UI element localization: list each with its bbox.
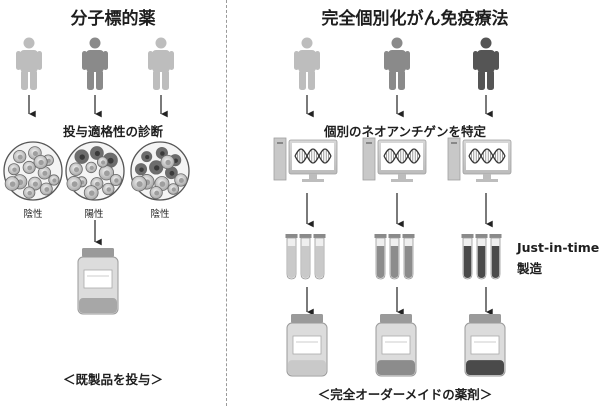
cell-dish-icon — [130, 141, 190, 201]
vial-icon — [375, 314, 417, 377]
cell-dish-icon — [65, 141, 125, 201]
vial-icon — [464, 314, 506, 377]
person-icon — [82, 37, 108, 90]
test-tube-icon — [299, 234, 312, 280]
process-label-line1: Just-in-time — [517, 240, 600, 255]
result-label-1: 陰性 — [23, 209, 43, 220]
test-tube-icon — [285, 234, 298, 280]
person-icon — [384, 37, 410, 90]
panel-divider — [226, 0, 227, 406]
process-label-line2: 製造 — [517, 261, 543, 276]
test-tube-icon — [388, 234, 401, 280]
test-tube-icon — [374, 234, 387, 280]
computer-dna-icon — [273, 137, 338, 182]
person-icon — [294, 37, 320, 90]
vial-icon — [77, 248, 119, 315]
person-icon — [148, 37, 174, 90]
person-icon — [473, 37, 499, 90]
test-tube-icon — [461, 234, 474, 280]
right-title: 完全個別化がん免疫療法 — [321, 9, 509, 29]
computer-dna-icon — [447, 137, 512, 182]
result-label-3: 陰性 — [150, 209, 170, 220]
cell-dish-icon — [3, 141, 63, 201]
person-icon — [16, 37, 42, 90]
result-label-2: 陽性 — [84, 209, 104, 220]
test-tube-icon — [402, 234, 415, 280]
test-tube-icon — [489, 234, 502, 280]
vial-icon — [286, 314, 328, 377]
left-footer: ＜既製品を投与＞ — [62, 372, 163, 387]
right-footer: ＜完全オーダーメイドの薬剤＞ — [317, 387, 493, 402]
left-title: 分子標的薬 — [70, 9, 156, 29]
right-step-label: 個別のネオアンチゲンを特定 — [323, 124, 486, 139]
test-tube-icon — [475, 234, 488, 280]
left-step-label: 投与適格性の診断 — [62, 124, 163, 139]
test-tube-icon — [313, 234, 326, 280]
computer-dna-icon — [362, 137, 427, 182]
